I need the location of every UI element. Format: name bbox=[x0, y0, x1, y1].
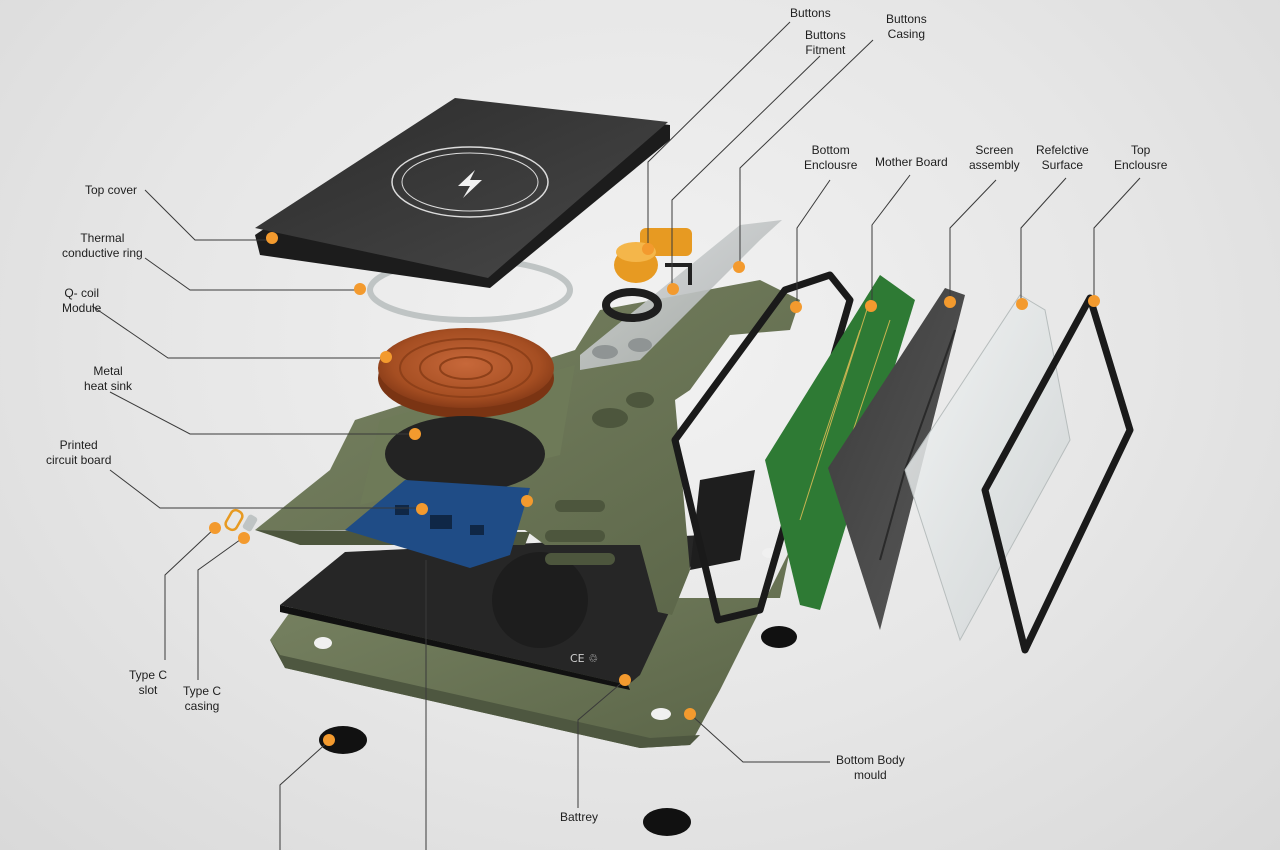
label-screen-assembly: Screen assembly bbox=[969, 143, 1020, 172]
top-cover bbox=[255, 98, 670, 288]
top-enclosure-frame bbox=[981, 294, 1134, 654]
bottom-enclosure-frame bbox=[671, 271, 854, 624]
label-battery: Battrey bbox=[560, 810, 599, 824]
mother-board bbox=[765, 275, 915, 610]
rubber-foot bbox=[761, 626, 797, 648]
label-bottom-enclosure: Bottom Enclousre bbox=[804, 143, 858, 172]
qcoil-module bbox=[378, 328, 554, 418]
label-mother-board: Mother Board bbox=[875, 155, 948, 169]
svg-text:CE ♲: CE ♲ bbox=[570, 652, 598, 665]
label-qcoil-module: Q- coil Module bbox=[62, 286, 102, 315]
printed-circuit-board bbox=[345, 480, 530, 568]
reflective-surface bbox=[904, 294, 1071, 642]
rubber-foot bbox=[643, 808, 691, 836]
callout-dots bbox=[209, 232, 1100, 746]
metal-heat-sink bbox=[385, 416, 545, 492]
orange-buttons bbox=[602, 228, 692, 322]
buttons-casing-plate bbox=[580, 220, 782, 370]
label-top-cover: Top cover bbox=[85, 183, 138, 197]
label-reflective-surface: Refelctive Surface bbox=[1036, 143, 1089, 172]
rubber-foot bbox=[319, 726, 367, 754]
label-bottom-body-mould: Bottom Body mould bbox=[836, 753, 905, 782]
label-typec-slot: Type C slot bbox=[129, 668, 168, 697]
label-buttons: Buttons bbox=[790, 6, 831, 20]
label-top-enclosure: Top Enclousre bbox=[1114, 143, 1168, 172]
leader-lines bbox=[91, 21, 1141, 850]
label-pcb: Printed circuit board bbox=[46, 438, 112, 467]
typec-slot-part bbox=[224, 508, 244, 532]
label-thermal-ring: Thermal conductive ring bbox=[62, 231, 143, 260]
label-buttons-casing: Buttons Casing bbox=[886, 12, 927, 41]
battery: CE ♲ bbox=[280, 535, 705, 690]
label-buttons-fitment: Buttons Fitment bbox=[805, 28, 846, 57]
typec-casing-part bbox=[242, 514, 258, 532]
label-heat-sink: Metal heat sink bbox=[84, 364, 133, 393]
label-typec-casing: Type C casing bbox=[183, 684, 222, 713]
